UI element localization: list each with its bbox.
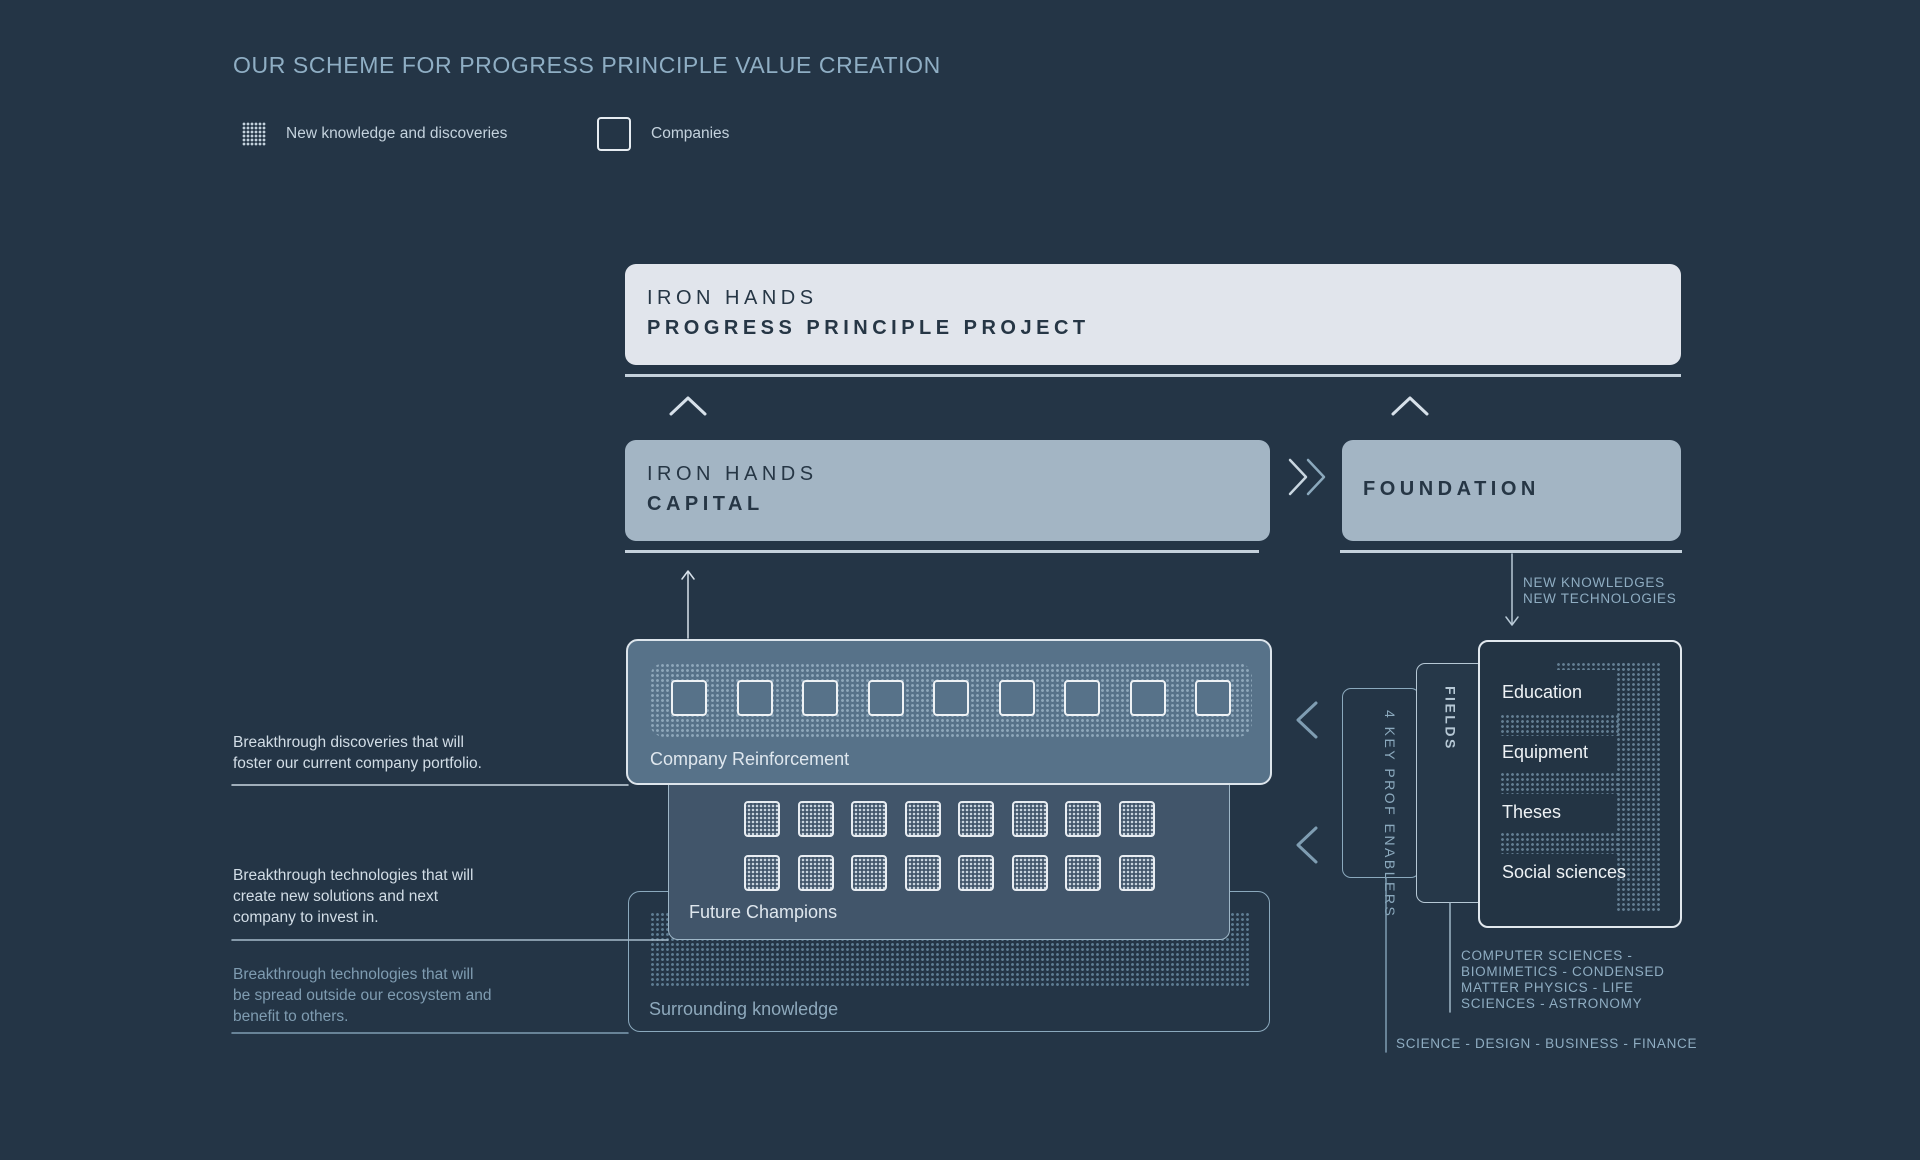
company-square-icon [998,680,1035,716]
field-education: Education [1502,682,1583,702]
future-company-icon [904,801,941,837]
note-portfolio: Breakthrough discoveries that will foste… [233,732,482,774]
note-spread-line1: Breakthrough technologies that will [233,966,474,983]
future-company-icon [851,801,887,837]
note-spread-line3: benefit to others. [233,1008,349,1025]
legend-companies-label: Companies [651,125,730,142]
fields-detail-1: COMPUTER SCIENCES - [1461,948,1633,963]
field-equipment: Equipment [1502,742,1589,762]
field-theses: Theses [1502,802,1562,822]
key-prof-enablers-label: 4 KEY PROF ENABLERS [1382,710,1398,919]
fields-box: FIELDS [1416,663,1486,903]
foundation-output-1: NEW KNOWLEDGES [1523,575,1665,590]
ppp-line1: IRON HANDS [647,287,818,309]
foundation-label: FOUNDATION [1363,478,1540,500]
surrounding-knowledge-label: Surrounding knowledge [649,999,839,1019]
future-company-icon [904,855,941,891]
note-spread-line2: be spread outside our ecosystem and [233,987,492,1004]
future-company-icon [797,801,834,837]
company-square-icon [1129,680,1166,716]
future-company-icon [1011,855,1048,891]
square-outline-icon [597,117,631,151]
fields-detail-list: COMPUTER SCIENCES - BIOMIMETICS - CONDEN… [1461,948,1665,1012]
chevron-up-icon-left [669,396,707,416]
foundation-box: FOUNDATION [1342,440,1681,541]
arrow-up-icon [681,570,695,580]
fields-dots-row2 [1500,772,1620,794]
future-company-icon [958,855,994,891]
double-chevron-right-icon-2 [1306,458,1326,496]
foundation-output-2: NEW TECHNOLOGIES [1523,591,1677,606]
legend-knowledge: New knowledge and discoveries [242,122,507,146]
future-company-icon [744,855,780,891]
capital-line2: CAPITAL [647,493,764,515]
ppp-underline [625,374,1681,377]
future-company-icon [1118,801,1155,837]
field-social-sciences: Social sciences [1502,862,1627,882]
future-company-icon [958,801,994,837]
future-company-icon [797,855,834,891]
company-square-icon [1195,680,1231,716]
fields-detail-3: MATTER PHYSICS - LIFE [1461,980,1634,995]
chevron-left-icon-top [1296,701,1318,739]
note-new-solutions-line1: Breakthrough technologies that will [233,867,474,884]
future-company-icon [851,855,887,891]
note-new-solutions-line2: create new solutions and next [233,888,439,905]
company-square-icon [933,680,969,716]
progress-principle-project-box: IRON HANDS PROGRESS PRINCIPLE PROJECT [625,264,1681,365]
ppp-line2: PROGRESS PRINCIPLE PROJECT [647,317,1090,339]
fields-dots-top [1556,662,1630,670]
note-new-solutions: Breakthrough technologies that will crea… [233,865,473,928]
double-chevron-right-icon-1 [1288,458,1308,496]
capital-underline [625,550,1259,553]
company-square-icon [802,680,838,716]
fields-detail-4: SCIENCES - ASTRONOMY [1461,996,1643,1011]
note-portfolio-line1: Breakthrough discoveries that will [233,734,464,751]
legend-knowledge-label: New knowledge and discoveries [286,125,508,142]
future-company-icon [1011,801,1048,837]
note-portfolio-line2: foster our current company portfolio. [233,755,482,772]
arrow-down-icon [1505,616,1519,626]
fields-dots-right [1616,662,1661,912]
fields-label: FIELDS [1442,686,1459,751]
fields-detail-2: BIOMIMETICS - CONDENSED [1461,964,1665,979]
company-square-icon [671,680,707,716]
future-company-icon [744,801,780,837]
future-company-icon [1065,855,1101,891]
note-spread: Breakthrough technologies that will be s… [233,964,492,1027]
capital-line1: IRON HANDS [647,463,818,485]
fields-dots-row1 [1500,714,1620,736]
foundation-output-label: NEW KNOWLEDGES NEW TECHNOLOGIES [1523,575,1676,607]
company-square-icon [867,680,904,716]
future-company-icon [1118,855,1155,891]
capital-box: IRON HANDS CAPITAL [625,440,1270,541]
chevron-up-icon-right [1391,396,1429,416]
future-champions-box: Future Champions [668,770,1230,940]
company-reinforcement-label: Company Reinforcement [650,749,850,769]
note-new-solutions-line3: company to invest in. [233,909,379,926]
fields-list-box: Education Equipment Theses Social scienc… [1478,640,1682,928]
fields-dots-row3 [1500,832,1620,854]
chevron-left-icon-bottom [1296,826,1318,864]
legend-companies: Companies [597,117,729,151]
company-reinforcement-box: Company Reinforcement [626,639,1272,785]
future-company-icon [1065,801,1101,837]
dot-grid-icon [242,122,266,146]
company-square-icon [736,680,773,716]
enablers-list: SCIENCE - DESIGN - BUSINESS - FINANCE [1396,1036,1698,1051]
future-champions-label: Future Champions [689,902,838,922]
company-square-icon [1064,680,1100,716]
page-title: OUR SCHEME FOR PROGRESS PRINCIPLE VALUE … [233,52,941,78]
foundation-underline [1340,550,1682,553]
